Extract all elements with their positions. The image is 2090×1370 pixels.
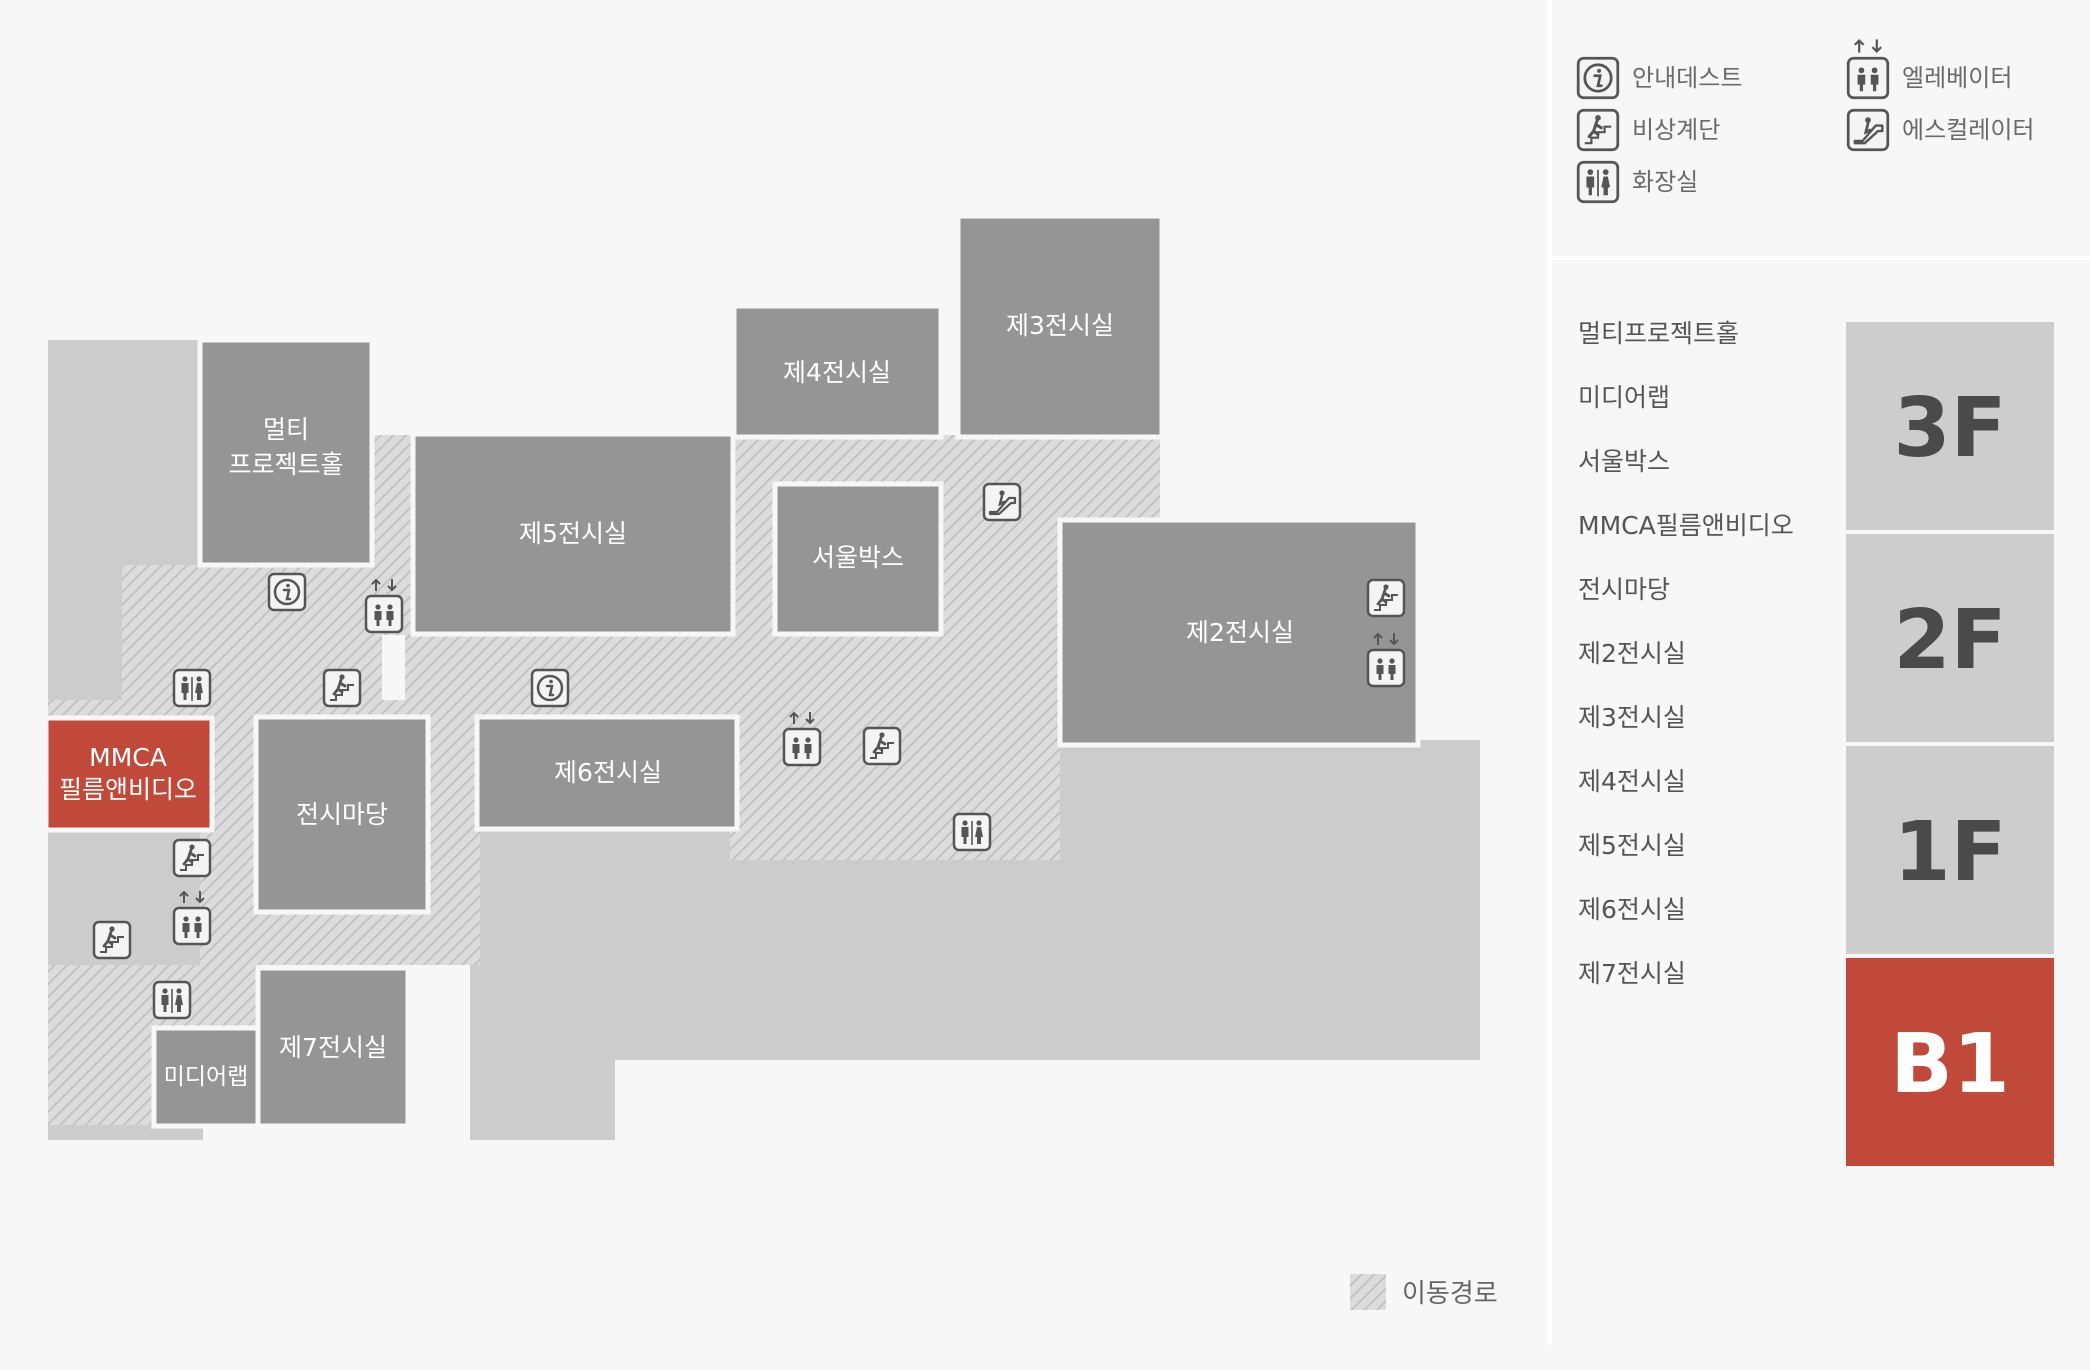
room-hall-3[interactable]: 제3전시실 [955, 213, 1165, 440]
emergency-stairs-icon [1576, 108, 1620, 152]
room-label: 제6전시실 [554, 758, 662, 787]
route-swatch [1350, 1274, 1386, 1310]
room-label: 제7전시실 [279, 1033, 387, 1062]
room-label: 필름앤비디오 [59, 775, 197, 804]
emergency-stairs-icon[interactable] [1366, 578, 1406, 618]
space-list-item[interactable]: 제4전시실 [1578, 767, 1686, 796]
space-list-item[interactable]: 제7전시실 [1578, 959, 1686, 988]
floor-label: B1 [1890, 1017, 2010, 1112]
room-label: 제3전시실 [1006, 311, 1114, 340]
restroom-icon[interactable] [172, 668, 212, 708]
room-label: 제5전시실 [519, 519, 627, 548]
floor-label: 1F [1893, 805, 2006, 900]
space-list-item[interactable]: 제6전시실 [1578, 895, 1686, 924]
floor-button-3f[interactable]: 3F [1846, 322, 2054, 530]
legend-label: 안내데스트 [1632, 64, 1742, 92]
floor-selector: 3F 2F 1F B1 [1846, 322, 2054, 1166]
space-list-item[interactable]: 전시마당 [1578, 575, 1670, 604]
room-hall-2[interactable]: 제2전시실 [1057, 517, 1421, 748]
escalator-icon[interactable] [982, 482, 1022, 522]
floor-button-2f[interactable]: 2F [1846, 534, 2054, 742]
legend-label: 에스컬레이터 [1902, 116, 2034, 144]
room-hall-6[interactable]: 제6전시실 [474, 714, 740, 832]
info-icon[interactable] [267, 572, 307, 612]
elevator-icon [1846, 56, 1890, 100]
room-hall-4[interactable]: 제4전시실 [731, 303, 944, 440]
emergency-stairs-icon[interactable] [322, 668, 362, 708]
legend-label: 엘레베이터 [1902, 64, 2012, 92]
room-hall-7[interactable]: 제7전시실 [255, 965, 411, 1129]
room-label: 제4전시실 [783, 358, 891, 387]
restroom-icon [1576, 160, 1620, 204]
info-icon [1576, 56, 1620, 100]
legend-label: 비상계단 [1632, 116, 1720, 144]
info-icon[interactable] [530, 668, 570, 708]
route-legend: 이동경로 [1350, 1274, 1498, 1310]
floor-button-1f[interactable]: 1F [1846, 746, 2054, 954]
space-list-item[interactable]: 멀티프로젝트홀 [1578, 319, 1739, 348]
space-list-item[interactable]: 제3전시실 [1578, 703, 1686, 732]
floor-label: 3F [1893, 381, 2006, 476]
space-list-item[interactable]: 서울박스 [1578, 447, 1670, 476]
room-seoul-box[interactable]: 서울박스 [772, 481, 944, 637]
elevator-icon[interactable] [364, 594, 404, 634]
room-label: 미디어랩 [164, 1064, 249, 1090]
room-hall-5[interactable]: 제5전시실 [410, 431, 736, 637]
room-label: 멀티 [263, 415, 309, 444]
restroom-icon[interactable] [152, 980, 192, 1020]
space-list: 멀티프로젝트홀 미디어랩 서울박스 MMCA필름앤비디오 전시마당 제2전시실 … [1578, 319, 1794, 988]
room-label: 서울박스 [812, 543, 904, 572]
floor-label: 2F [1893, 593, 2006, 688]
room-media-lab[interactable]: 미디어랩 [151, 1025, 261, 1129]
room-exhibition-madang[interactable]: 전시마당 [253, 714, 431, 915]
space-list-item[interactable]: 제5전시실 [1578, 831, 1686, 860]
room-label: 제2전시실 [1186, 618, 1294, 647]
space-list-item[interactable]: 미디어랩 [1578, 383, 1670, 412]
space-list-item[interactable]: MMCA필름앤비디오 [1578, 511, 1794, 540]
room-label: 전시마당 [296, 800, 388, 829]
floor-plan: 멀티 프로젝트홀 제4전시실 제3전시실 제5전시실 서울박스 제2전시실 MM… [43, 213, 1480, 1140]
escalator-icon [1846, 108, 1890, 152]
room-label: 프로젝트홀 [228, 450, 343, 479]
floor-button-b1[interactable]: B1 [1846, 958, 2054, 1166]
room-label: MMCA [89, 743, 167, 772]
emergency-stairs-icon[interactable] [862, 726, 902, 766]
elevator-icon[interactable] [1366, 648, 1406, 688]
room-mmca-film-video[interactable]: MMCA 필름앤비디오 [43, 715, 215, 833]
elevator-icon[interactable] [172, 906, 212, 946]
space-list-item[interactable]: 제2전시실 [1578, 639, 1686, 668]
icon-legend: 안내데스트 엘레베이터 비상계단 에스컬레이터 화장실 [1576, 38, 2034, 204]
emergency-stairs-icon[interactable] [172, 838, 212, 878]
arrows-icon [1853, 38, 1883, 54]
restroom-icon[interactable] [952, 812, 992, 852]
elevator-icon[interactable] [782, 727, 822, 767]
legend-label: 화장실 [1632, 168, 1698, 196]
emergency-stairs-icon[interactable] [92, 920, 132, 960]
room-multi-project-hall[interactable]: 멀티 프로젝트홀 [197, 337, 375, 568]
route-label: 이동경로 [1402, 1279, 1498, 1309]
